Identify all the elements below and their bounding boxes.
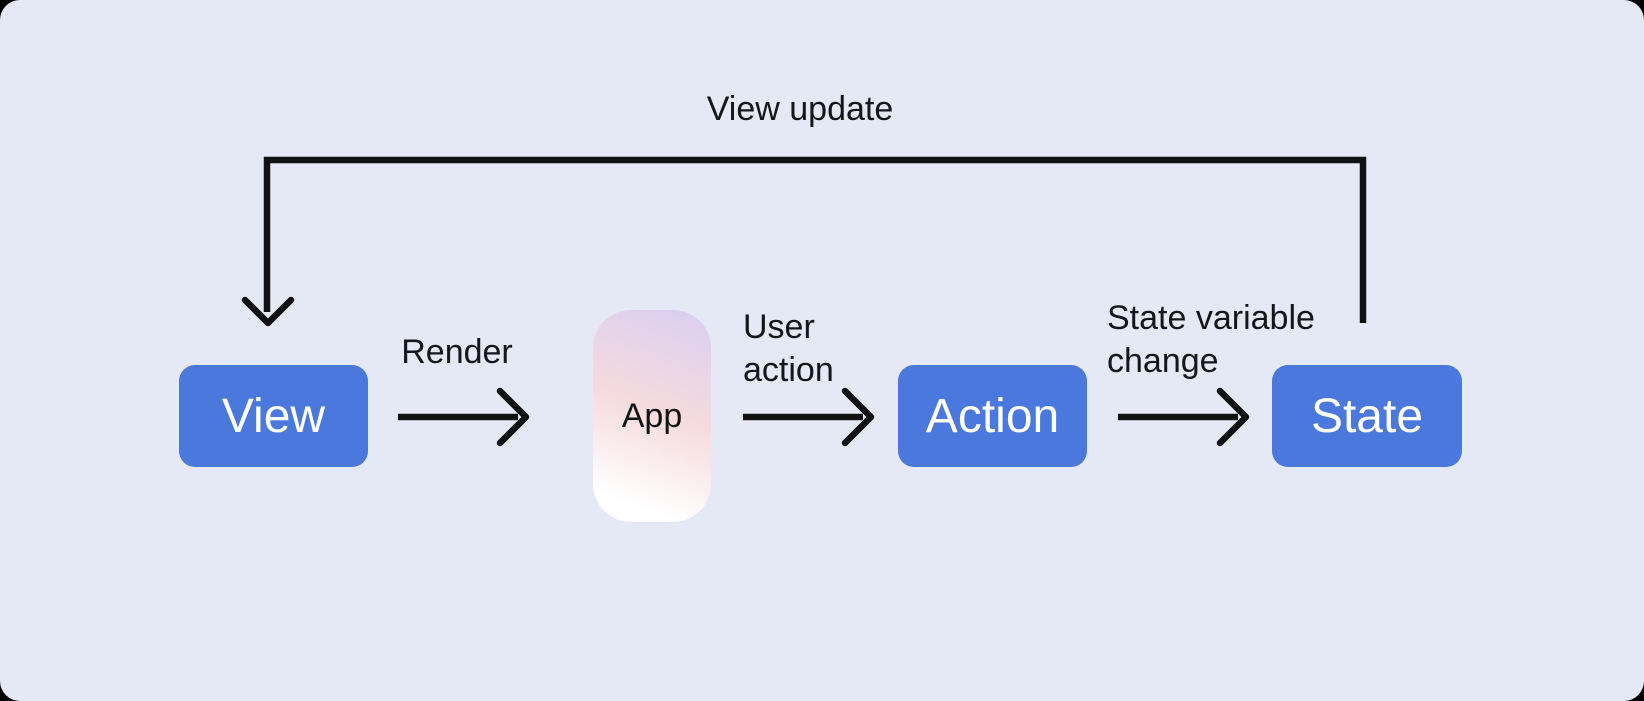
edge-label-state-variable-change: State variable change <box>1107 299 1315 380</box>
arrow-head-right-icon <box>496 387 530 447</box>
arrow-head-right-icon <box>1216 387 1250 447</box>
edge-label-render: Render <box>401 333 513 371</box>
node-state: State <box>1272 365 1462 467</box>
view-update-arrow-line <box>263 156 1367 323</box>
node-view: View <box>179 365 368 467</box>
arrow-head-down-icon <box>241 296 295 327</box>
arrow-head-right-icon <box>841 387 875 447</box>
edge-label-view-update: View update <box>706 90 894 128</box>
node-action: Action <box>898 365 1087 467</box>
edge-label-user-action: User action <box>743 308 834 389</box>
node-app: App <box>593 310 711 522</box>
